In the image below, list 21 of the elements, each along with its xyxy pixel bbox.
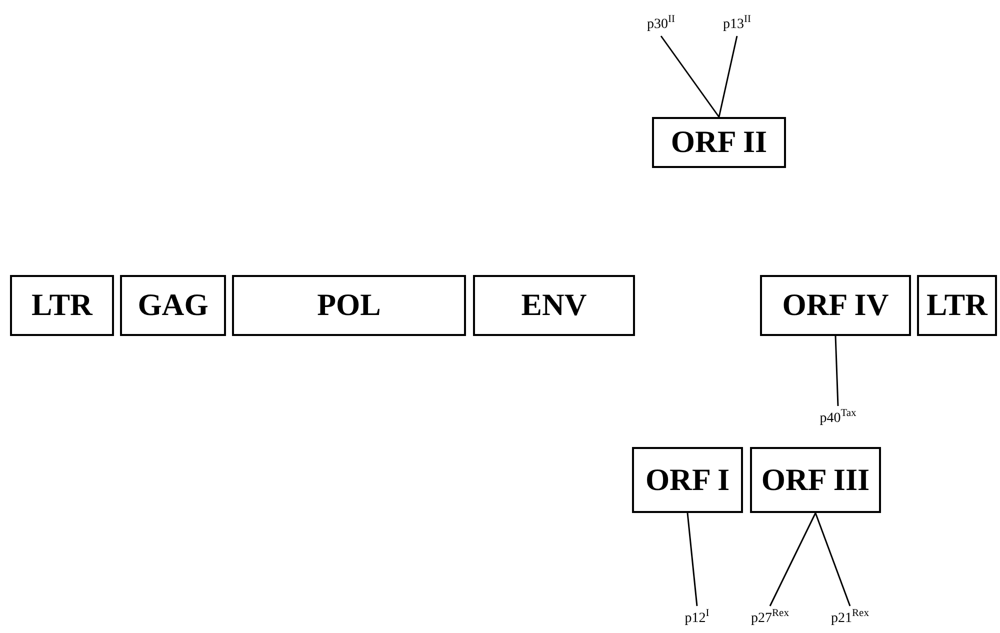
- connector-line: [834, 336, 839, 406]
- connector-line: [769, 512, 816, 606]
- gene-box: ORF I: [632, 447, 743, 513]
- gene-box: ORF IV: [760, 275, 911, 336]
- protein-label: p13$^{II}$: [712, 14, 762, 34]
- gene-box: ORF II: [652, 117, 786, 168]
- protein-label: p30$^{II}$: [636, 14, 686, 34]
- gene-box: LTR: [10, 275, 114, 336]
- connector-line: [660, 36, 720, 118]
- connector-line: [814, 512, 851, 606]
- gene-box: ENV: [473, 275, 635, 336]
- protein-label: p12$^{I}$: [672, 608, 722, 628]
- protein-label: p40$^{Tax}$: [808, 408, 868, 428]
- gene-box: GAG: [120, 275, 226, 336]
- connector-line: [686, 512, 698, 606]
- gene-box: POL: [232, 275, 466, 336]
- protein-label: p21$^{Rex}$: [820, 608, 880, 628]
- gene-box: ORF III: [750, 447, 881, 513]
- gene-box: LTR: [917, 275, 997, 336]
- protein-label: p27$^{Rex}$: [740, 608, 800, 628]
- connector-line: [718, 36, 738, 118]
